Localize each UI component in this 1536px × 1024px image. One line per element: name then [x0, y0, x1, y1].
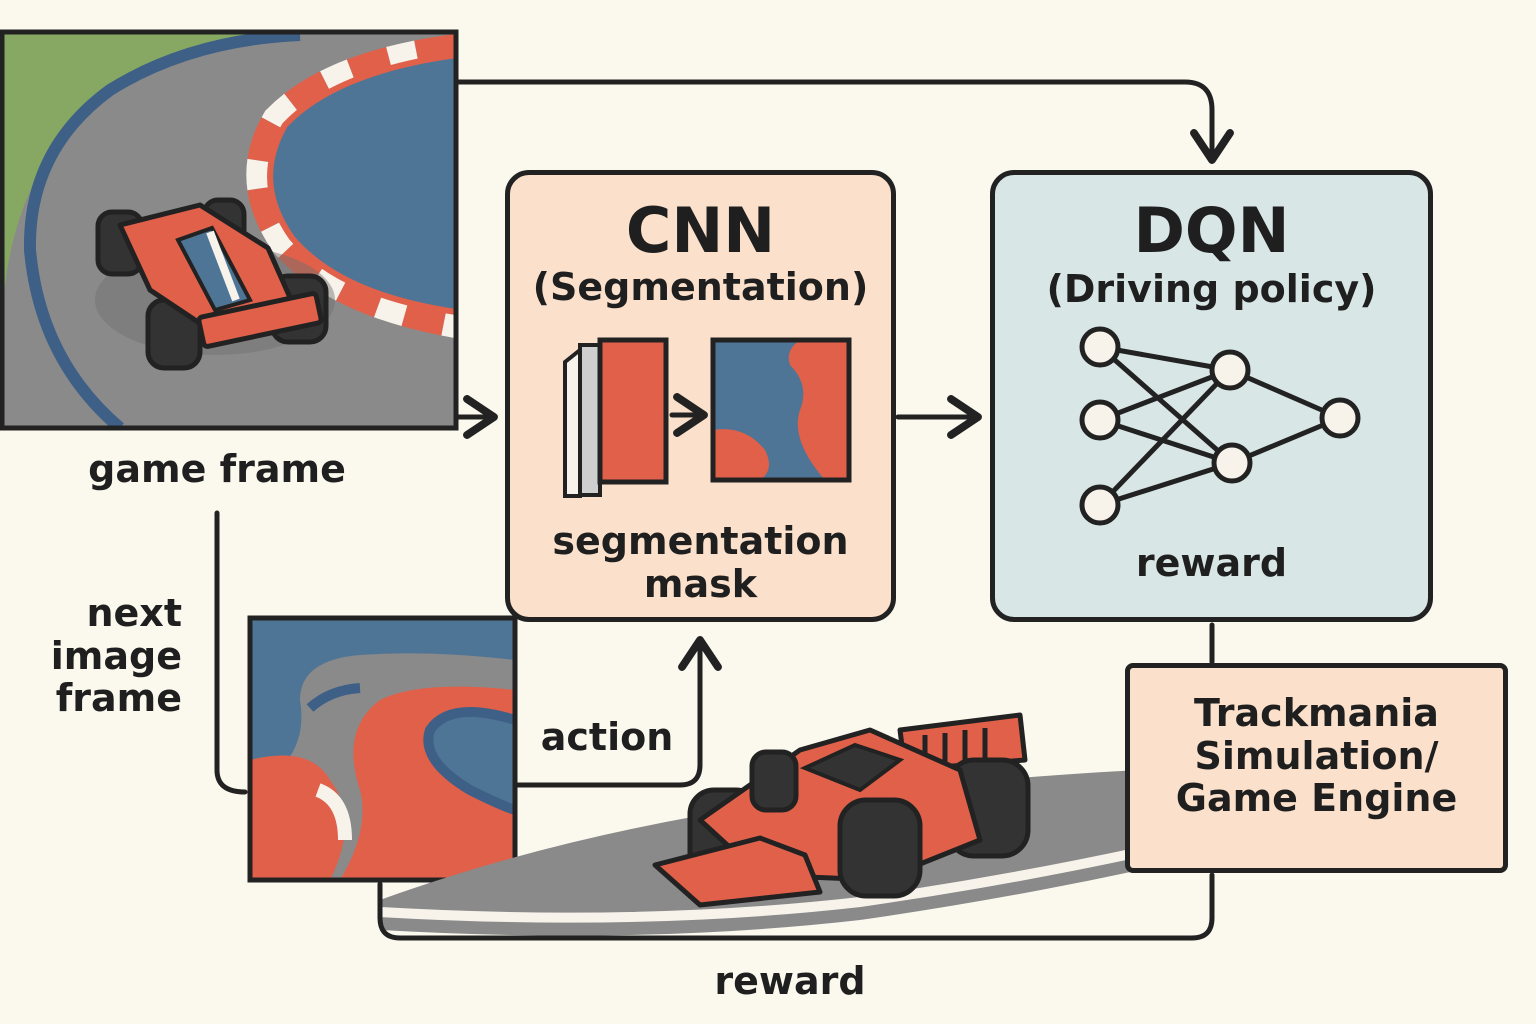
- reward-bottom-label: reward: [714, 959, 866, 1003]
- cnn-caption-line2: mask: [643, 561, 758, 606]
- line-frame-to-next: [214, 510, 248, 795]
- engine-line3: Game Engine: [1175, 776, 1458, 821]
- engine-box: [1125, 663, 1508, 873]
- engine-line2: Simulation/: [1194, 733, 1439, 778]
- line-reward-loop: [377, 872, 1215, 941]
- game-frame-label: game frame: [88, 447, 346, 491]
- next-image-frame: [247, 615, 518, 883]
- race-car-icon: [652, 712, 1031, 908]
- cnn-title: CNN: [625, 194, 776, 267]
- next-frame-line2: image: [50, 633, 182, 678]
- action-label: action: [540, 715, 674, 759]
- game-frame-image: [0, 29, 459, 431]
- next-frame-line1: next: [86, 591, 182, 635]
- engine-label: Trackmania Simulation/ Game Engine: [1125, 692, 1508, 820]
- race-car-top-icon: [95, 197, 335, 371]
- arrow-frame-to-dqn: [455, 79, 1234, 164]
- cnn-subtitle: (Segmentation): [532, 265, 869, 309]
- next-frame-line3: frame: [55, 676, 182, 721]
- next-image-frame-label: next image frame: [10, 592, 182, 720]
- cnn-caption-line1: segmentation: [552, 519, 849, 563]
- dqn-caption: reward: [1135, 541, 1288, 585]
- cnn-caption: segmentation mask: [505, 520, 896, 605]
- dqn-title: DQN: [1133, 194, 1290, 267]
- dqn-subtitle: (Driving policy): [1046, 267, 1377, 311]
- arrow-action-to-cnn: [513, 636, 722, 788]
- engine-line1: Trackmania: [1194, 691, 1439, 735]
- connectors: [214, 79, 1234, 941]
